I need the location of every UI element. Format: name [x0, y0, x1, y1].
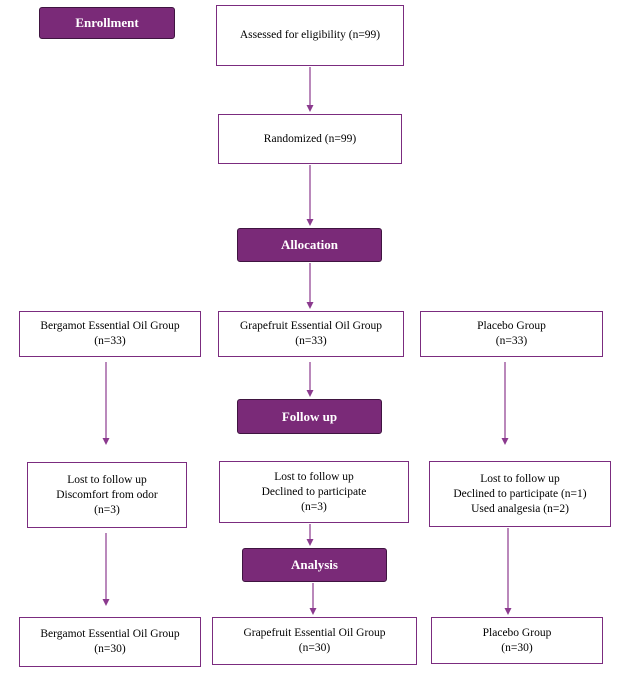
assessed-text: Assessed for eligibility (n=99)	[239, 29, 381, 41]
allocation-label: Allocation	[237, 228, 382, 262]
analysis-grapefruit-box: Grapefruit Essential Oil Group (n=30)	[212, 617, 417, 665]
arrow-grapefruit-to-followup	[306, 362, 314, 397]
followup-bergamot-box: Lost to follow up Discomfort from odor (…	[27, 462, 187, 528]
allocation-grapefruit-line-1: Grapefruit Essential Oil Group	[239, 320, 383, 332]
allocation-bergamot-box: Bergamot Essential Oil Group (n=33)	[19, 311, 201, 357]
analysis-grapefruit-line-2: (n=30)	[298, 642, 331, 654]
allocation-placebo-line-2: (n=33)	[495, 335, 528, 347]
enrollment-label: Enrollment	[39, 7, 175, 39]
analysis-placebo-box: Placebo Group (n=30)	[431, 617, 603, 664]
followup-placebo-line-2: Declined to participate (n=1)	[453, 487, 587, 500]
arrow-grapefruit-lost-to-analysis	[306, 524, 314, 546]
follow-up-label: Follow up	[237, 399, 382, 434]
analysis-bergamot-line-1: Bergamot Essential Oil Group	[40, 628, 180, 640]
analysis-placebo-line-1: Placebo Group	[482, 626, 552, 639]
allocation-placebo-box: Placebo Group (n=33)	[420, 311, 603, 357]
analysis-grapefruit-line-1: Grapefruit Essential Oil Group	[243, 627, 386, 639]
analysis-placebo-line-2: (n=30)	[501, 641, 533, 654]
allocation-bergamot-line-2: (n=33)	[94, 335, 126, 347]
followup-grapefruit-line-1: Lost to follow up	[274, 470, 354, 483]
arrow-placebo-to-lost	[501, 362, 509, 445]
followup-bergamot-line-1: Lost to follow up	[67, 473, 147, 486]
followup-placebo-line-3: Used analgesia (n=2)	[471, 502, 569, 515]
randomized-text: Randomized (n=99)	[263, 132, 357, 145]
followup-placebo-line-1: Lost to follow up	[480, 472, 560, 485]
followup-grapefruit-box: Lost to follow up Declined to participat…	[219, 461, 409, 523]
arrow-assessed-to-randomized	[306, 67, 314, 112]
allocation-placebo-line-1: Placebo Group	[477, 320, 546, 332]
analysis-label: Analysis	[242, 548, 387, 582]
allocation-grapefruit-line-2: (n=33)	[295, 335, 327, 347]
analysis-bergamot-box: Bergamot Essential Oil Group (n=30)	[19, 617, 201, 667]
arrow-randomized-to-allocation	[306, 165, 314, 226]
randomized-box: Randomized (n=99)	[218, 114, 402, 164]
followup-bergamot-line-2: Discomfort from odor	[56, 488, 158, 501]
arrow-allocation-to-grapefruit	[306, 263, 314, 309]
arrow-placebo-lost-to-final	[504, 528, 512, 615]
followup-bergamot-line-3: (n=3)	[94, 503, 120, 516]
followup-placebo-box: Lost to follow up Declined to participat…	[429, 461, 611, 527]
arrow-bergamot-lost-to-final	[102, 533, 110, 606]
followup-grapefruit-line-3: (n=3)	[301, 500, 327, 513]
analysis-bergamot-line-2: (n=30)	[94, 643, 126, 655]
assessed-box: Assessed for eligibility (n=99)	[216, 5, 404, 66]
arrow-bergamot-to-lost	[102, 362, 110, 445]
allocation-grapefruit-box: Grapefruit Essential Oil Group (n=33)	[218, 311, 404, 357]
allocation-bergamot-line-1: Bergamot Essential Oil Group	[40, 320, 180, 332]
arrow-analysis-to-grapefruit-final	[309, 583, 317, 615]
followup-grapefruit-line-2: Declined to participate	[261, 485, 367, 498]
